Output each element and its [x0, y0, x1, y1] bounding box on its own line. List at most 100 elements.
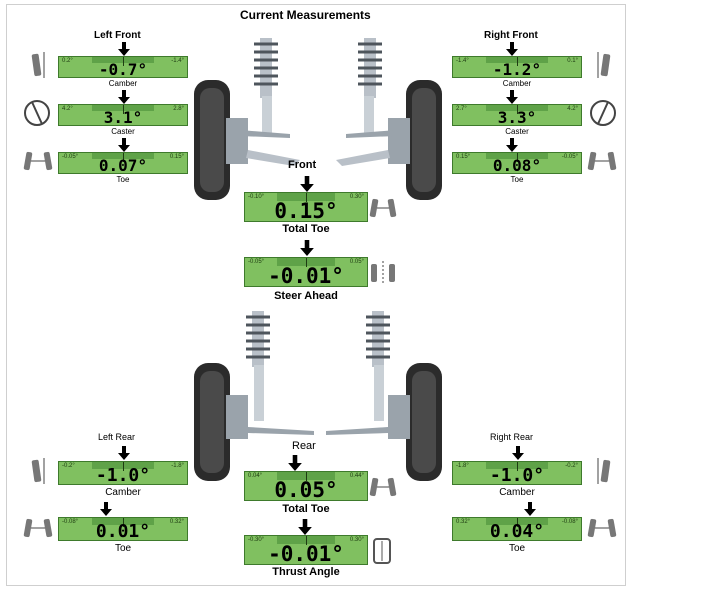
right-rear-toe-value: 0.04° — [489, 521, 545, 541]
gauge-max: 2.8° — [173, 106, 184, 112]
right-rear-toe-gauge: 0.32° -0.08° 0.04° — [452, 517, 582, 541]
left-front-label: Left Front — [94, 30, 141, 41]
rear-total-toe-gauge: 0.04° 0.44° 0.05° — [244, 471, 368, 501]
toe-icon — [587, 151, 617, 171]
right-front-toe-caption: Toe — [510, 175, 524, 184]
left-front-caster-arrow — [118, 90, 130, 104]
left-rear-toe-arrow — [100, 502, 112, 516]
gauge-max: 0.30° — [349, 537, 364, 543]
gauge-max: -1.8° — [171, 463, 184, 469]
left-rear-label: Left Rear — [98, 432, 136, 442]
right-front-toe-gauge: 0.15° -0.05° 0.08° — [452, 152, 582, 174]
right-rear-camber-arrow — [512, 446, 524, 460]
gauge-max: 4.2° — [567, 106, 578, 112]
left-front-caster-caption: Caster — [111, 127, 135, 136]
rear-section-label: Rear — [292, 440, 316, 452]
left-rear-toe-caption: Toe — [114, 543, 132, 554]
left-front-toe-arrow — [118, 138, 130, 152]
gauge-max: 0.44° — [349, 473, 364, 479]
steer-ahead-icon — [371, 261, 395, 285]
camber-icon — [597, 52, 611, 78]
gauge-min: -0.05° — [62, 154, 79, 160]
front-total-toe-arrow — [300, 176, 314, 192]
right-front-camber-arrow — [506, 42, 518, 56]
right-front-caster-caption: Caster — [505, 127, 529, 136]
left-front-caster-value: 3.1° — [103, 108, 143, 126]
gauge-min: -0.05° — [248, 259, 265, 265]
left-front-camber-arrow — [118, 42, 130, 56]
page-title: Current Measurements — [240, 8, 371, 22]
gauge-max: -0.08° — [561, 519, 578, 525]
right-front-toe-arrow — [506, 138, 518, 152]
rear-total-toe-arrow — [288, 455, 302, 471]
gauge-max: 0.15° — [169, 154, 184, 160]
gauge-max: -0.05° — [561, 154, 578, 160]
left-front-toe-gauge: -0.05° 0.15° 0.07° — [58, 152, 188, 174]
steer-ahead-gauge: -0.05° 0.05° -0.01° — [244, 257, 368, 287]
gauge-min: -1.4° — [456, 58, 469, 64]
thrust-angle-gauge: -0.30° 0.30° -0.01° — [244, 535, 368, 565]
toe-icon — [23, 518, 53, 538]
caster-icon — [590, 100, 616, 126]
left-front-camber-value: -0.7° — [98, 60, 148, 78]
rear-total-toe-value: 0.05° — [274, 478, 338, 501]
front-section-label: Front — [288, 159, 317, 171]
thrust-angle-icon — [373, 538, 391, 564]
right-front-label: Right Front — [484, 30, 538, 41]
camber-icon — [31, 52, 45, 78]
right-front-caster-value: 3.3° — [497, 108, 537, 126]
gauge-min: -0.30° — [248, 537, 265, 543]
gauge-min: 4.2° — [62, 106, 73, 112]
left-front-camber-caption: Camber — [108, 79, 138, 88]
left-front-caster-gauge: 4.2° 2.8° 3.1° — [58, 104, 188, 126]
gauge-min: -0.2° — [62, 463, 75, 469]
toe-icon — [23, 151, 53, 171]
gauge-max: 0.05° — [349, 259, 364, 265]
left-rear-camber-caption: Camber — [105, 487, 141, 498]
right-rear-camber-gauge: -1.8° -0.2° -1.0° — [452, 461, 582, 485]
right-front-camber-caption: Camber — [502, 79, 532, 88]
left-rear-camber-arrow — [118, 446, 130, 460]
gauge-min: 0.32° — [456, 519, 471, 525]
left-rear-toe-value: 0.01° — [95, 521, 151, 541]
left-rear-toe-gauge: -0.08° 0.32° 0.01° — [58, 517, 188, 541]
gauge-max: 0.30° — [349, 194, 364, 200]
thrust-angle-arrow — [298, 519, 312, 535]
left-rear-camber-gauge: -0.2° -1.8° -1.0° — [58, 461, 188, 485]
left-front-toe-caption: Toe — [116, 175, 130, 184]
right-front-caster-arrow — [506, 90, 518, 104]
left-front-camber-gauge: 0.2° -1.4° -0.7° — [58, 56, 188, 78]
left-front-toe-value: 0.07° — [98, 156, 148, 174]
camber-icon — [597, 458, 611, 484]
total-toe-icon — [369, 198, 397, 218]
caster-icon — [24, 100, 50, 126]
right-front-camber-gauge: -1.4° 0.1° -1.2° — [452, 56, 582, 78]
right-rear-camber-caption: Camber — [499, 487, 535, 498]
right-rear-label: Right Rear — [490, 432, 534, 442]
steer-ahead-caption: Steer Ahead — [274, 290, 338, 302]
total-toe-icon — [369, 477, 397, 497]
gauge-min: -0.08° — [62, 519, 79, 525]
thrust-angle-caption: Thrust Angle — [272, 566, 340, 578]
gauge-max: 0.1° — [567, 58, 578, 64]
camber-icon — [31, 458, 45, 484]
right-rear-toe-arrow — [524, 502, 536, 516]
rear-total-toe-caption: Total Toe — [282, 503, 330, 515]
front-suspension-graphic — [194, 38, 442, 200]
right-front-toe-value: 0.08° — [492, 156, 542, 174]
gauge-min: -0.10° — [248, 194, 265, 200]
thrust-angle-value: -0.01° — [268, 542, 344, 565]
toe-icon — [587, 518, 617, 538]
steer-ahead-arrow — [300, 240, 314, 256]
gauge-max: -0.2° — [565, 463, 578, 469]
left-rear-camber-value: -1.0° — [95, 465, 151, 485]
gauge-min: 2.7° — [456, 106, 467, 112]
front-total-toe-gauge: -0.10° 0.30° 0.15° — [244, 192, 368, 222]
gauge-min: 0.2° — [62, 58, 73, 64]
gauge-max: -1.4° — [171, 58, 184, 64]
right-front-caster-gauge: 2.7° 4.2° 3.3° — [452, 104, 582, 126]
steer-ahead-value: -0.01° — [268, 264, 344, 287]
right-rear-camber-value: -1.0° — [489, 465, 545, 485]
rear-suspension-graphic — [194, 311, 442, 481]
gauge-min: 0.04° — [248, 473, 263, 479]
